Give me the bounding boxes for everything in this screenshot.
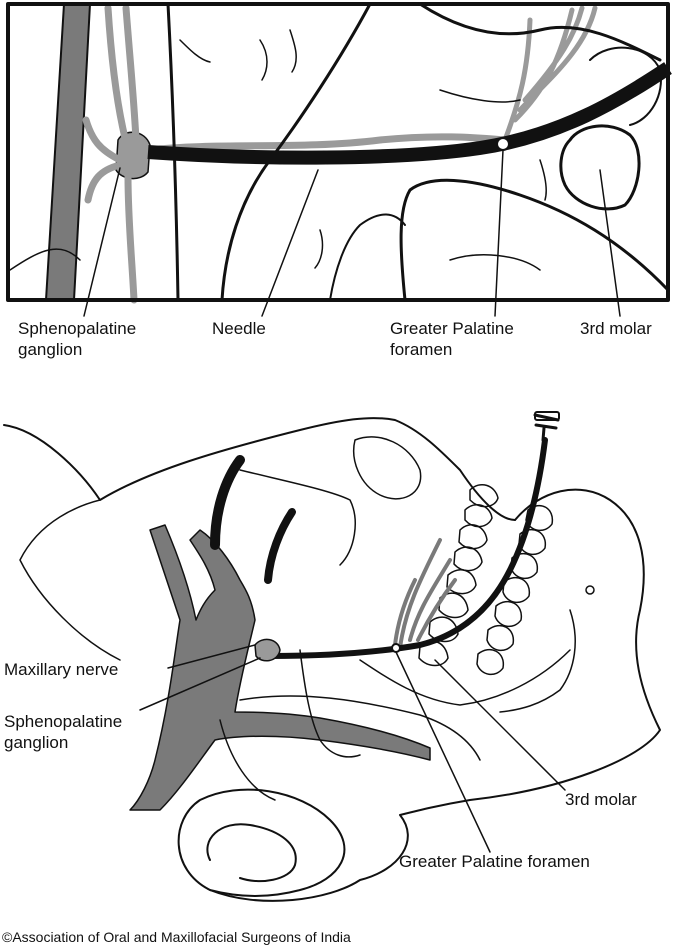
pterygoid xyxy=(299,649,361,758)
head-outline xyxy=(3,417,516,521)
maxillary-nerve-trunk xyxy=(45,3,91,301)
label-greater-palatine-top: Greater Palatine foramen xyxy=(390,318,514,360)
maxillary-nerve-shape xyxy=(129,524,431,811)
eyebrow xyxy=(210,455,245,550)
leader-bottom-greater-palatine xyxy=(395,651,491,853)
molar-outline xyxy=(559,124,641,211)
bottom-ganglion xyxy=(254,638,281,662)
label-text: Greater Palatine foramen xyxy=(399,852,590,871)
upper-teeth xyxy=(418,483,499,667)
bone-contour-1 xyxy=(166,2,180,302)
label-sphenopalatine-bottom: Sphenopalatine ganglion xyxy=(4,711,122,753)
ear-outer xyxy=(177,788,346,897)
palatine-branches xyxy=(502,5,598,143)
label-text: Greater Palatine xyxy=(390,319,514,338)
top-panel-frame xyxy=(6,2,670,302)
label-text: 3rd molar xyxy=(580,319,652,338)
temporal xyxy=(219,719,276,801)
label-third-molar-top: 3rd molar xyxy=(580,318,652,339)
label-text: Sphenopalatine xyxy=(4,712,123,731)
leader-third-molar xyxy=(599,169,621,317)
leader-bottom-third-molar xyxy=(434,659,566,791)
label-text: ganglion xyxy=(18,340,83,359)
soft-tissue-4 xyxy=(179,39,547,269)
bottom-needle xyxy=(267,437,548,659)
label-greater-palatine-bottom: Greater Palatine foramen xyxy=(399,851,590,872)
ear-inner xyxy=(206,823,297,883)
tongue xyxy=(499,609,576,713)
label-third-molar-bottom: 3rd molar xyxy=(565,789,637,810)
mandible xyxy=(359,649,571,706)
bone-contour-3 xyxy=(418,2,662,62)
greater-palatine-foramen-mark xyxy=(496,137,510,151)
label-maxillary-nerve: Maxillary nerve xyxy=(4,659,118,680)
top-panel-illustration xyxy=(6,2,672,317)
bottom-palatine-branches xyxy=(393,538,457,650)
label-text: Needle xyxy=(212,319,266,338)
ganglion-branches xyxy=(82,4,509,304)
leader-maxillary-nerve xyxy=(167,644,256,669)
syringe-tip xyxy=(533,413,560,442)
leader-needle xyxy=(261,169,319,317)
bottom-foramen-mark xyxy=(391,643,401,653)
palate-contour xyxy=(399,178,670,302)
label-text: 3rd molar xyxy=(565,790,637,809)
label-sphenopalatine-top: Sphenopalatine ganglion xyxy=(18,318,136,360)
nostril xyxy=(585,585,595,595)
soft-tissue-1 xyxy=(329,213,406,301)
leader-greater-palatine xyxy=(494,149,504,317)
copyright-notice: ©Association of Oral and Maxillofacial S… xyxy=(2,929,351,945)
eye xyxy=(264,508,296,584)
label-text: Sphenopalatine xyxy=(18,319,137,338)
bottom-panel-illustration xyxy=(3,411,661,902)
label-text: Maxillary nerve xyxy=(4,660,119,679)
needle xyxy=(147,62,672,165)
label-text: ganglion xyxy=(4,733,69,752)
label-text: foramen xyxy=(390,340,453,359)
zygoma xyxy=(239,695,481,761)
leader-sphenopalatine xyxy=(83,167,121,317)
face-profile xyxy=(209,488,661,902)
skull-contour-1 xyxy=(239,469,356,566)
neck-line xyxy=(19,499,121,661)
orbit xyxy=(353,436,422,500)
soft-tissue-2 xyxy=(9,248,81,271)
label-needle-top: Needle xyxy=(212,318,266,339)
soft-tissue-3 xyxy=(259,29,541,271)
syringe-cap xyxy=(534,411,560,421)
lower-teeth xyxy=(476,504,554,676)
leader-bottom-sphenopalatine xyxy=(139,657,261,711)
